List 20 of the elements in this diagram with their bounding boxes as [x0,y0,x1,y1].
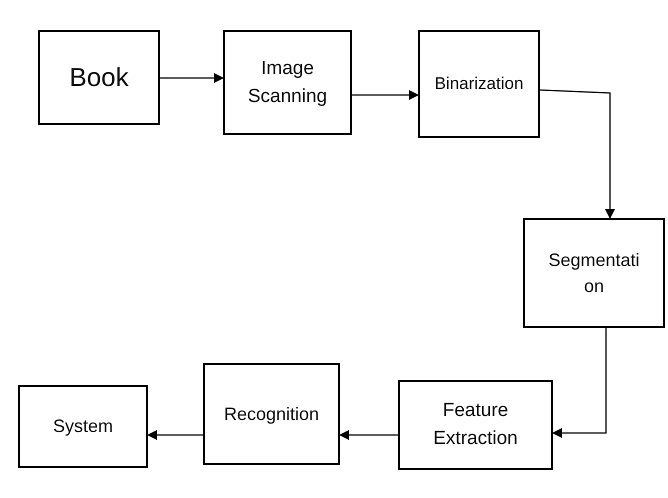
box-label: Image Scanning [246,56,328,108]
process-box [418,30,540,138]
box-label: Recognition [224,402,320,426]
box-label: Binarization [434,72,524,95]
arrow [540,89,615,219]
process-box [203,363,340,465]
arrow [339,430,398,440]
box-label: Segmentati on [547,248,641,298]
process-box [223,30,352,135]
process-box [398,380,553,470]
box-label: System [52,415,113,438]
process-box [523,218,665,328]
box-label: Feature Extraction [432,399,519,451]
arrow [160,73,224,83]
process-box [38,30,160,125]
arrow [147,430,203,440]
box-label: Book [69,60,129,94]
process-box [18,385,148,468]
arrow [552,328,607,438]
arrow [352,90,419,100]
